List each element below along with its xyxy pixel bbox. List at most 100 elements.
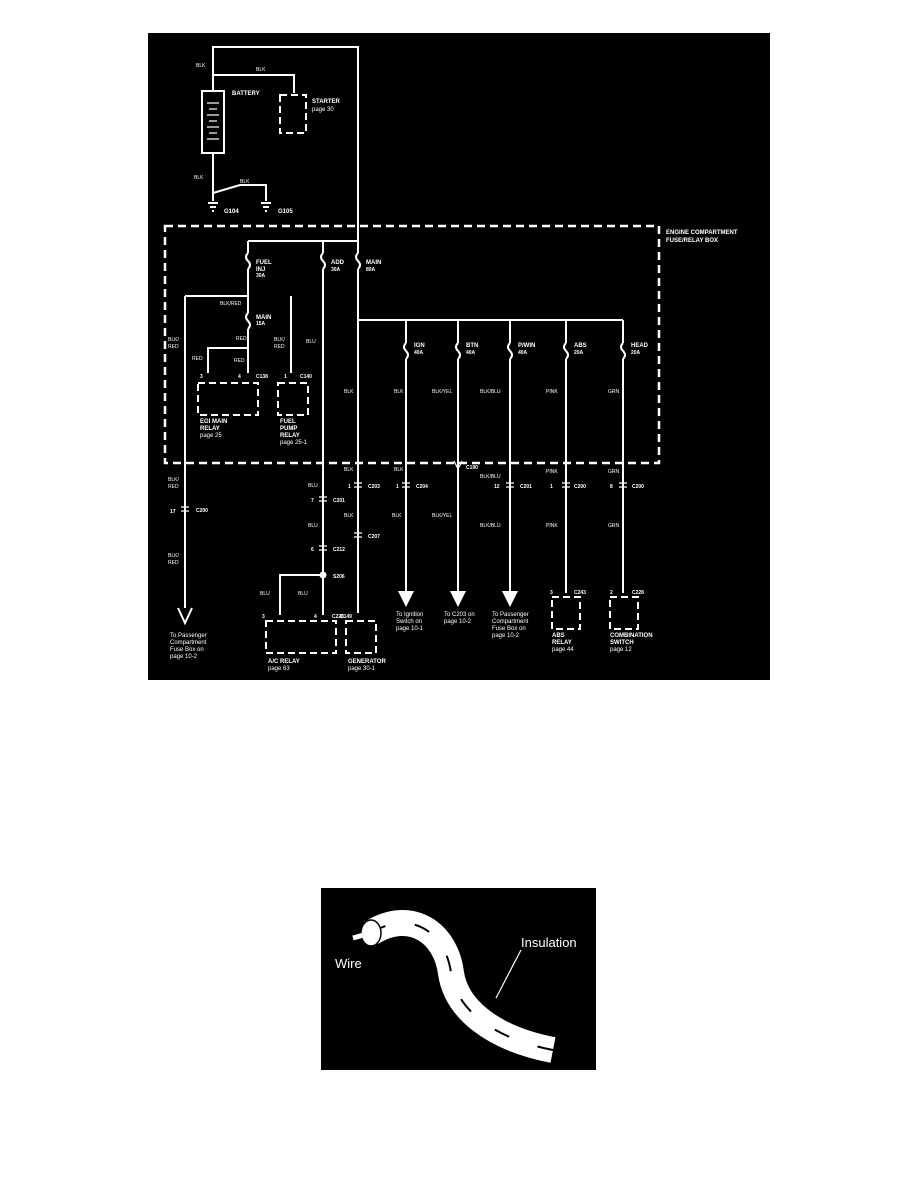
wire-color-red-inner: RED bbox=[274, 344, 285, 350]
pin-c228-2: 2 bbox=[610, 590, 613, 596]
connector-c228-right: C228 bbox=[632, 590, 644, 596]
fuel-pump-relay-name2: PUMP bbox=[280, 426, 297, 432]
fuse-main-amps: 80A bbox=[366, 267, 376, 273]
ground-wire-g105 bbox=[212, 184, 267, 201]
pin-egi-4: 4 bbox=[238, 374, 241, 380]
starter-page: page 30 bbox=[312, 107, 334, 113]
dest-c203-l2: page 10-2 bbox=[444, 619, 472, 625]
wire-color-grn-head: GRN bbox=[608, 389, 620, 395]
connector-c207: C207 bbox=[368, 534, 380, 540]
fuse-ign-icon bbox=[403, 342, 409, 360]
wire-color-blk-below: BLK/ bbox=[168, 477, 179, 483]
wire-color-blk-yel-btn: BLK/YEL bbox=[432, 389, 453, 395]
fuse-add-amps: 30A bbox=[331, 267, 341, 273]
fuse-fuel-inj-amps: 30A bbox=[256, 273, 266, 279]
splice-s206: S206 bbox=[333, 574, 345, 580]
fuse-btn-icon bbox=[455, 342, 461, 360]
wire-color-blk-yel-2: BLK/YEL bbox=[432, 513, 453, 519]
ground-symbol-g105 bbox=[261, 202, 271, 212]
abs-relay-name1: ABS bbox=[552, 633, 565, 639]
wire-color-blk-blu-below: BLK/BLU bbox=[480, 474, 501, 480]
starter-box bbox=[279, 94, 307, 134]
abs-relay-name2: RELAY bbox=[552, 640, 572, 646]
fuse-add-icon bbox=[320, 252, 326, 270]
wire-color-red-3: RED bbox=[234, 358, 245, 364]
dest-ignition-l2: Switch on bbox=[396, 619, 422, 625]
fuse-fuel-inj-icon bbox=[245, 252, 251, 270]
wire-color-pink-below: PINK bbox=[546, 469, 558, 475]
dest-c203-l1: To C203 on bbox=[444, 612, 475, 618]
egi-main-relay-page: page 25 bbox=[200, 433, 222, 439]
fuel-pump-relay-box bbox=[277, 382, 309, 416]
dest-passenger-l3: Fuse Box on bbox=[170, 647, 204, 653]
wire-color-grn-2: GRN bbox=[608, 523, 620, 529]
fuse-ign-amps: 40A bbox=[414, 350, 424, 356]
fuel-pump-relay-name1: FUEL bbox=[280, 419, 296, 425]
ground-symbol-g104 bbox=[208, 202, 218, 212]
ac-relay-name: A/C RELAY bbox=[268, 659, 300, 665]
ac-relay-box bbox=[265, 620, 337, 654]
wire-color-blk-ground: BLK bbox=[194, 175, 204, 181]
fuse-head-icon bbox=[620, 342, 626, 360]
fuse-abs-amps: 20A bbox=[574, 350, 584, 356]
fuse-btn-amps: 40A bbox=[466, 350, 476, 356]
battery-symbol bbox=[201, 81, 225, 163]
connector-c200-head: C200 bbox=[632, 484, 644, 490]
insulation-bands bbox=[370, 922, 554, 1051]
pin-c200-1: 1 bbox=[550, 484, 553, 490]
dest-passenger2-l3: Fuse Box on bbox=[492, 626, 526, 632]
wire-color-blu-add: BLU bbox=[306, 339, 316, 345]
wire-color-blk-battery: BLK bbox=[196, 63, 206, 69]
wire-core bbox=[352, 931, 368, 941]
dest-passenger-l1: To Passenger bbox=[170, 633, 207, 639]
pin-c201-12: 12 bbox=[494, 484, 500, 490]
insulation-label: Insulation bbox=[521, 935, 577, 950]
dest-passenger2-l4: page 10-2 bbox=[492, 633, 520, 639]
wire-color-red-left: RED bbox=[168, 344, 179, 350]
connector-c138: C138 bbox=[256, 374, 268, 380]
fuse-fuel-inj-name1: FUEL bbox=[256, 260, 272, 266]
fuse-btn-name: BTN bbox=[466, 343, 478, 349]
fuse-relay-box-outline bbox=[163, 224, 661, 465]
egi-main-relay-name2: RELAY bbox=[200, 426, 220, 432]
egi-main-relay-box bbox=[197, 382, 259, 416]
wire-color-pink-2: PINK bbox=[546, 523, 558, 529]
wire-color-red-1: RED bbox=[236, 336, 247, 342]
pin-c200-8: 8 bbox=[610, 484, 613, 490]
red-wire-egi bbox=[207, 329, 249, 373]
wire-color-blu-4: BLU bbox=[298, 591, 308, 597]
fuse-pwin-amps: 40A bbox=[518, 350, 528, 356]
connector-c140: C140 bbox=[300, 374, 312, 380]
fuel-pump-relay-page: page 25-1 bbox=[280, 440, 308, 446]
insulation-leader bbox=[495, 949, 522, 999]
wire-color-red-low: RED bbox=[168, 560, 179, 566]
wire-color-blu-3: BLU bbox=[260, 591, 270, 597]
wire-color-blk-ign: BLK bbox=[394, 389, 404, 395]
combination-switch-name2: SWITCH bbox=[610, 640, 634, 646]
fuse-main-icon bbox=[355, 252, 361, 270]
dest-ignition-l3: page 10-1 bbox=[396, 626, 424, 632]
connector-c200-abs: C200 bbox=[574, 484, 586, 490]
connector-c243: C243 bbox=[574, 590, 586, 596]
generator-name: GENERATOR bbox=[348, 659, 386, 665]
wire-color-blk-red-inner: BLK/RED bbox=[220, 301, 242, 307]
fuse-main15-amps: 15A bbox=[256, 321, 266, 327]
fuse-abs-name: ABS bbox=[574, 343, 587, 349]
connector-c190: C190 bbox=[466, 465, 478, 471]
connector-c228-left: C228 bbox=[332, 614, 344, 620]
pin-c212-6: 6 bbox=[311, 547, 314, 553]
starter-label: STARTER bbox=[312, 99, 341, 105]
wire-color-grn-below: GRN bbox=[608, 469, 620, 475]
starter-wire bbox=[212, 74, 295, 93]
wire-color-blk-ground2: BLK bbox=[240, 179, 250, 185]
combination-switch-box bbox=[609, 596, 639, 630]
wire-color-pink-abs: PINK bbox=[546, 389, 558, 395]
wire-color-blk-main: BLK bbox=[344, 389, 354, 395]
wire-label: Wire bbox=[335, 956, 362, 971]
wire-color-blk-ign-2: BLK bbox=[392, 513, 402, 519]
wire-color-blk-left: BLK/ bbox=[168, 337, 179, 343]
combination-switch-page: page 12 bbox=[610, 647, 632, 653]
egi-main-relay-name1: EGI MAIN bbox=[200, 419, 227, 425]
ground-label-g105: G105 bbox=[278, 209, 293, 215]
dest-passenger-l2: Compartment bbox=[170, 640, 207, 646]
